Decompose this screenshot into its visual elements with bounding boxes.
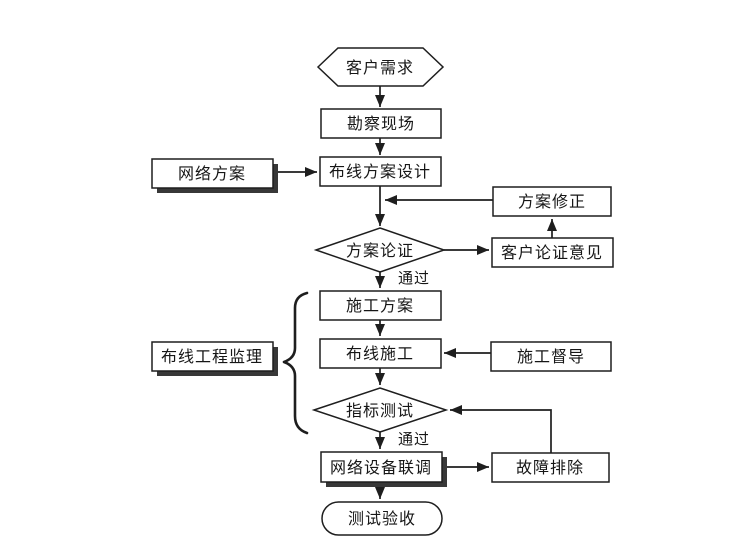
node-test-acceptance: 测试验收 xyxy=(321,501,443,536)
index-test-label: 指标测试 xyxy=(346,402,414,420)
equipment-debugging-box xyxy=(320,451,443,483)
site-survey-box xyxy=(320,108,442,139)
troubleshooting-label: 故障排除 xyxy=(516,459,584,477)
cabling-design-label: 布线方案设计 xyxy=(329,163,431,181)
node-cabling-construction: 布线施工 xyxy=(319,338,442,369)
equipment-debugging-label: 网络设备联调 xyxy=(330,458,432,477)
cabling-construction-label: 布线施工 xyxy=(346,345,414,363)
cabling-design-box xyxy=(319,156,442,187)
node-network-plan: 网络方案 xyxy=(151,158,278,193)
project-supervision-box xyxy=(151,341,274,372)
plan-verification-diamond xyxy=(313,227,447,273)
project-supervision-label: 布线工程监理 xyxy=(161,348,263,366)
construction-supervision-box xyxy=(490,341,612,372)
test-acceptance-terminator xyxy=(321,501,443,536)
node-site-survey: 勘察现场 xyxy=(320,108,442,139)
node-plan-verification: 方案论证 xyxy=(313,227,447,273)
node-cabling-design: 布线方案设计 xyxy=(319,156,442,187)
cabling-construction-box xyxy=(319,338,442,369)
pass-verification-label: 通过 xyxy=(398,270,430,287)
customer-opinion-box xyxy=(491,237,614,268)
node-project-supervision: 布线工程监理 xyxy=(151,341,278,376)
construction-plan-label: 施工方案 xyxy=(346,297,414,315)
node-plan-revision: 方案修正 xyxy=(492,186,612,217)
node-customer-opinion: 客户论证意见 xyxy=(491,237,614,268)
node-construction-plan: 施工方案 xyxy=(319,290,442,321)
network-plan-label: 网络方案 xyxy=(178,164,246,183)
supervision-brace xyxy=(282,291,309,435)
customer-opinion-label: 客户论证意见 xyxy=(501,243,603,262)
plan-revision-label: 方案修正 xyxy=(518,193,586,211)
node-index-test: 指标测试 xyxy=(311,387,449,433)
site-survey-label: 勘察现场 xyxy=(347,115,415,133)
pass-test-label: 通过 xyxy=(398,431,430,448)
index-test-diamond xyxy=(311,387,449,433)
construction-plan-box xyxy=(319,290,442,321)
arrow-troubleshooting-feedback xyxy=(450,405,552,453)
troubleshooting-box xyxy=(491,452,610,483)
customer-demand-label: 客户需求 xyxy=(346,59,414,77)
node-construction-supervision: 施工督导 xyxy=(490,341,612,372)
plan-verification-label: 方案论证 xyxy=(346,242,414,260)
customer-demand-hexagon xyxy=(316,47,445,87)
test-acceptance-label: 测试验收 xyxy=(348,510,416,528)
node-customer-demand: 客户需求 xyxy=(316,47,445,87)
network-plan-box xyxy=(151,158,274,189)
node-equipment-debugging: 网络设备联调 xyxy=(320,451,447,487)
node-troubleshooting: 故障排除 xyxy=(491,452,610,483)
plan-revision-box xyxy=(492,186,612,217)
construction-supervision-label: 施工督导 xyxy=(517,348,585,366)
